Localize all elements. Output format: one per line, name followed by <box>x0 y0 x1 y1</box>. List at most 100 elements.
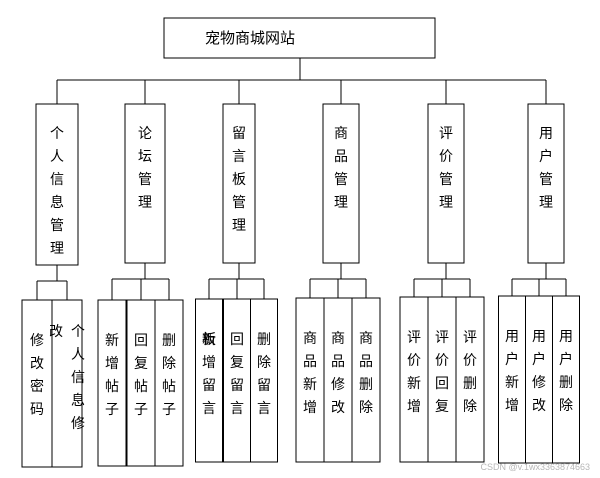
child-label-4-1-char: 复 <box>435 398 449 415</box>
module-label-0-char: 个 <box>50 126 64 142</box>
root-title: 宠物商城网站 <box>205 29 295 47</box>
child-label-5-2-char: 用 <box>559 329 573 345</box>
child-label-4-1-char: 价 <box>435 353 449 369</box>
child-box-3-0 <box>295 297 325 463</box>
module-box-1 <box>124 103 166 264</box>
child-label-5-0-char: 新 <box>505 375 519 391</box>
module-label-3-char: 商 <box>334 126 348 142</box>
child-label-1-1-char: 复 <box>134 355 148 372</box>
child-label-2-1-char: 回 <box>230 332 244 348</box>
child-box-3-1 <box>323 297 353 463</box>
child-label-4-1-char: 评 <box>435 330 449 346</box>
module-label-2-char: 板 <box>232 172 246 188</box>
module-label-1-char: 坛 <box>138 149 152 165</box>
module-box-0 <box>35 103 79 266</box>
module-label-2-char: 管 <box>232 195 246 211</box>
child-label-4-0-char: 增 <box>407 399 421 415</box>
child-label-3-2-char: 除 <box>359 400 373 416</box>
module-box-4 <box>427 103 465 264</box>
root-box <box>163 17 436 59</box>
module-label-2-char: 理 <box>232 218 246 234</box>
child-label-0-0-char: 改 <box>30 356 44 372</box>
child-label-0-0-char: 码 <box>30 402 44 418</box>
child-label-3-2-char: 删 <box>359 377 373 393</box>
child-label-3-1-char: 商 <box>331 331 345 347</box>
child-label-4-2-char: 价 <box>463 353 477 369</box>
child-label-1-0-char: 子 <box>105 402 119 418</box>
module-label-3-char: 理 <box>334 195 348 211</box>
child-box-2-1 <box>223 298 251 463</box>
module-label-3-char: 管 <box>334 172 348 188</box>
child-label-4-0-char: 评 <box>407 330 421 346</box>
child-box-4-2 <box>455 296 485 463</box>
child-label-5-2-char: 户 <box>559 351 573 368</box>
child-box-5-0 <box>498 295 526 464</box>
module-label-0-char: 息 <box>50 194 64 211</box>
module-label-1-char: 理 <box>138 195 152 211</box>
child-label-2-2-char: 除 <box>257 355 271 371</box>
module-box-2 <box>222 103 256 264</box>
module-label-4-char: 管 <box>439 172 453 188</box>
module-label-4-char: 理 <box>439 195 453 211</box>
child-label-0-0-char: 修 <box>30 333 44 349</box>
module-box-5 <box>527 103 565 264</box>
child-label-3-0-char: 品 <box>303 354 317 370</box>
child-label-1-2-char: 子 <box>162 402 176 418</box>
child-box-5-1 <box>525 295 553 464</box>
child-label-4-2-char: 除 <box>463 399 477 415</box>
child-label-3-0-char: 增 <box>303 400 317 416</box>
child-label-1-1-char: 回 <box>134 333 148 349</box>
module-box-3 <box>322 103 360 264</box>
child-label-5-1-char: 用 <box>532 329 546 345</box>
child-label-5-1-char: 改 <box>532 398 546 414</box>
child-label-0-1-char: 修 <box>71 416 85 432</box>
child-box-1-1 <box>126 299 156 467</box>
child-label-4-2-char: 评 <box>463 330 477 346</box>
child-label-1-1-char: 子 <box>134 402 148 418</box>
child-box-4-1 <box>427 296 457 463</box>
child-label-2-1-char: 留 <box>230 378 244 394</box>
child-label-0-1-char: 息 <box>71 392 85 409</box>
child-box-1-2 <box>154 299 184 467</box>
module-label-5-char: 理 <box>539 195 553 211</box>
child-label-2-2-char: 言 <box>257 401 271 417</box>
child-label-3-2-char: 品 <box>359 354 373 370</box>
diagram-boxes: 宠物商城网站个人信息管理修改密码个人信息修改论坛管理新增帖子回复帖子删除帖子留言… <box>21 17 580 468</box>
child-label-4-1-char: 回 <box>435 376 449 392</box>
child-box-5-2 <box>552 295 580 464</box>
child-box-0-0 <box>21 299 53 468</box>
child-label-4-2-char: 删 <box>463 376 477 392</box>
module-label-0-char: 人 <box>50 149 64 165</box>
child-box-3-2 <box>351 297 381 463</box>
child-box-4-0 <box>399 296 429 463</box>
module-label-5-char: 户 <box>539 148 553 165</box>
child-label-5-1-char: 修 <box>532 375 546 391</box>
connector-lines <box>36 58 567 300</box>
module-label-4-char: 价 <box>439 149 453 165</box>
child-box-0-1 <box>51 299 83 468</box>
module-label-3-char: 品 <box>334 149 348 165</box>
child-label-3-1-char: 改 <box>331 400 345 416</box>
module-label-0-char: 理 <box>50 241 64 257</box>
child-label-4-0-char: 新 <box>407 376 421 392</box>
child-label-1-0-char: 帖 <box>105 379 119 395</box>
module-label-0-char: 管 <box>50 218 64 234</box>
